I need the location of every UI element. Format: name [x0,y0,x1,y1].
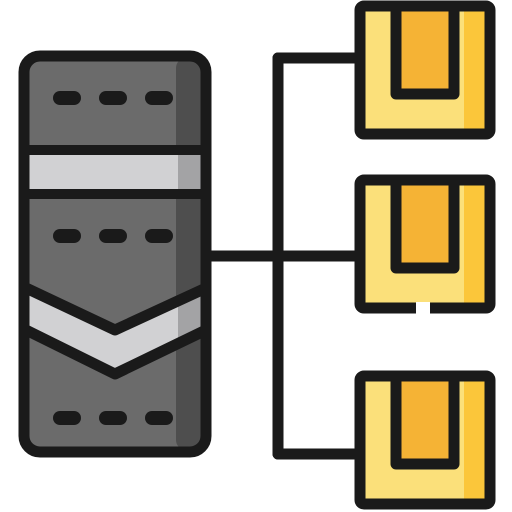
server-outline [18,50,212,458]
server-band [24,145,206,199]
chevron-down-icon [23,283,209,380]
package-box-top [354,0,496,140]
server-shadow [176,58,204,450]
server-tower [18,50,212,458]
indicator-dashes [53,91,173,425]
package-box-bottom [354,370,496,510]
connector-lines [202,52,366,460]
package-box-middle [354,174,496,314]
